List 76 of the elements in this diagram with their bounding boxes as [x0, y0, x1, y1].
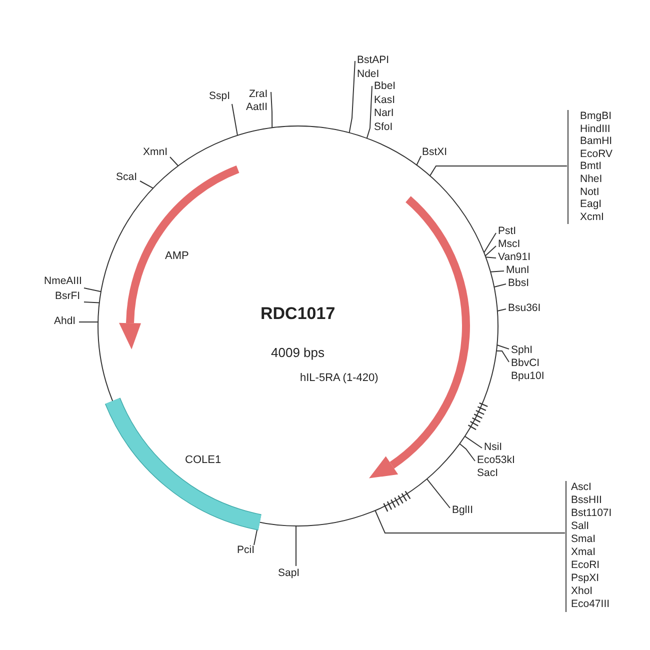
enzyme-site-label: Eco53kI [477, 454, 515, 467]
feature-label: COLE1 [185, 453, 222, 467]
enzyme-site-label: Bsu36I [508, 302, 541, 315]
enzyme-site-label: PspXI [571, 572, 600, 585]
enzyme-site-label: XmnI [143, 146, 168, 159]
enzyme-site-label: Van91I [498, 251, 530, 264]
enzyme-site-label: SphI [511, 344, 533, 357]
enzyme-site-label: AhdI [54, 315, 76, 328]
enzyme-site-label: SapI [278, 567, 300, 580]
enzyme-site-label: Eco47III [571, 598, 610, 611]
leader-line [348, 60, 356, 134]
leader-line [484, 232, 496, 254]
enzyme-site-label: SfoI [374, 120, 393, 134]
enzyme-site-label: EcoRV [580, 148, 612, 160]
leader-line [494, 284, 506, 288]
leader-line [270, 92, 273, 128]
enzyme-site-label: AatII [246, 101, 268, 114]
leader-line [426, 478, 450, 508]
enzyme-site-label: XhoI [571, 585, 593, 598]
enzyme-site-label: BmgBI [580, 110, 612, 123]
leader-line [140, 180, 154, 189]
enzyme-site-label: NarI [374, 107, 394, 120]
enzyme-site-label: SalI [571, 520, 590, 533]
leader-line [464, 436, 482, 448]
enzyme-site-label: Bst1107I [571, 507, 612, 520]
enzyme-site-label: MunI [506, 264, 530, 277]
enzyme-site-label: BbeI [374, 80, 396, 94]
leader-line [485, 256, 496, 258]
leader-line [84, 302, 100, 304]
leader-line [366, 86, 372, 139]
leader-line [430, 166, 568, 176]
feature-label: AMP [165, 249, 189, 263]
leader-line [459, 443, 476, 462]
enzyme-site-label: BstXI [422, 146, 448, 159]
enzyme-site-label: BbsI [508, 277, 530, 290]
enzyme-site-label: HindIII [580, 122, 610, 136]
leader-line [416, 156, 422, 166]
enzyme-site-label: NdeI [357, 67, 380, 81]
enzyme-site-label: XmaI [571, 546, 596, 559]
leader-line [232, 104, 238, 136]
enzyme-site-label: PstI [498, 225, 516, 238]
enzyme-site-label: NmeAIII [44, 275, 82, 288]
enzyme-site-label: EcoRI [571, 559, 600, 572]
enzyme-site-label: EagI [580, 198, 602, 211]
enzyme-site-label: BstAPI [357, 53, 390, 67]
enzyme-site-label: XcmI [580, 210, 604, 224]
leader-line [496, 350, 510, 362]
enzyme-site-label: BssHII [571, 494, 602, 507]
leader-line [490, 270, 504, 272]
enzyme-site-label: BamHI [580, 135, 612, 148]
plasmid-name: RDC1017 [260, 304, 336, 324]
enzyme-site-label: PciI [237, 544, 255, 557]
enzyme-site-label: BglII [452, 504, 474, 517]
enzyme-site-label: SacI [477, 467, 498, 480]
enzyme-site-label: ScaI [116, 171, 138, 184]
enzyme-site-label: NheI [580, 172, 602, 186]
enzyme-site-label: NsiI [484, 441, 502, 454]
plasmid-size: 4009 bps [271, 345, 324, 361]
leader-line [170, 156, 179, 166]
leader-line [374, 510, 566, 534]
leader-line [496, 344, 510, 350]
leader-line [84, 288, 102, 292]
leader-line [484, 246, 496, 256]
enzyme-site-label: Bpu10I [511, 370, 544, 383]
enzyme-site-label: BsrFI [55, 290, 80, 303]
enzyme-site-label: BmtI [580, 160, 602, 173]
enzyme-site-label: SmaI [571, 533, 596, 546]
enzyme-site-label: NotI [580, 186, 600, 198]
enzyme-site-label: AscI [571, 481, 592, 494]
enzyme-site-label: KasI [374, 94, 396, 107]
enzyme-site-label: ZraI [248, 88, 268, 101]
enzyme-site-label: MscI [498, 238, 520, 251]
leader-line [496, 308, 506, 312]
enzyme-site-label: SspI [209, 90, 230, 103]
feature-label: hIL-5RA (1-420) [300, 371, 378, 385]
enzyme-site-label: BbvCI [511, 357, 540, 370]
